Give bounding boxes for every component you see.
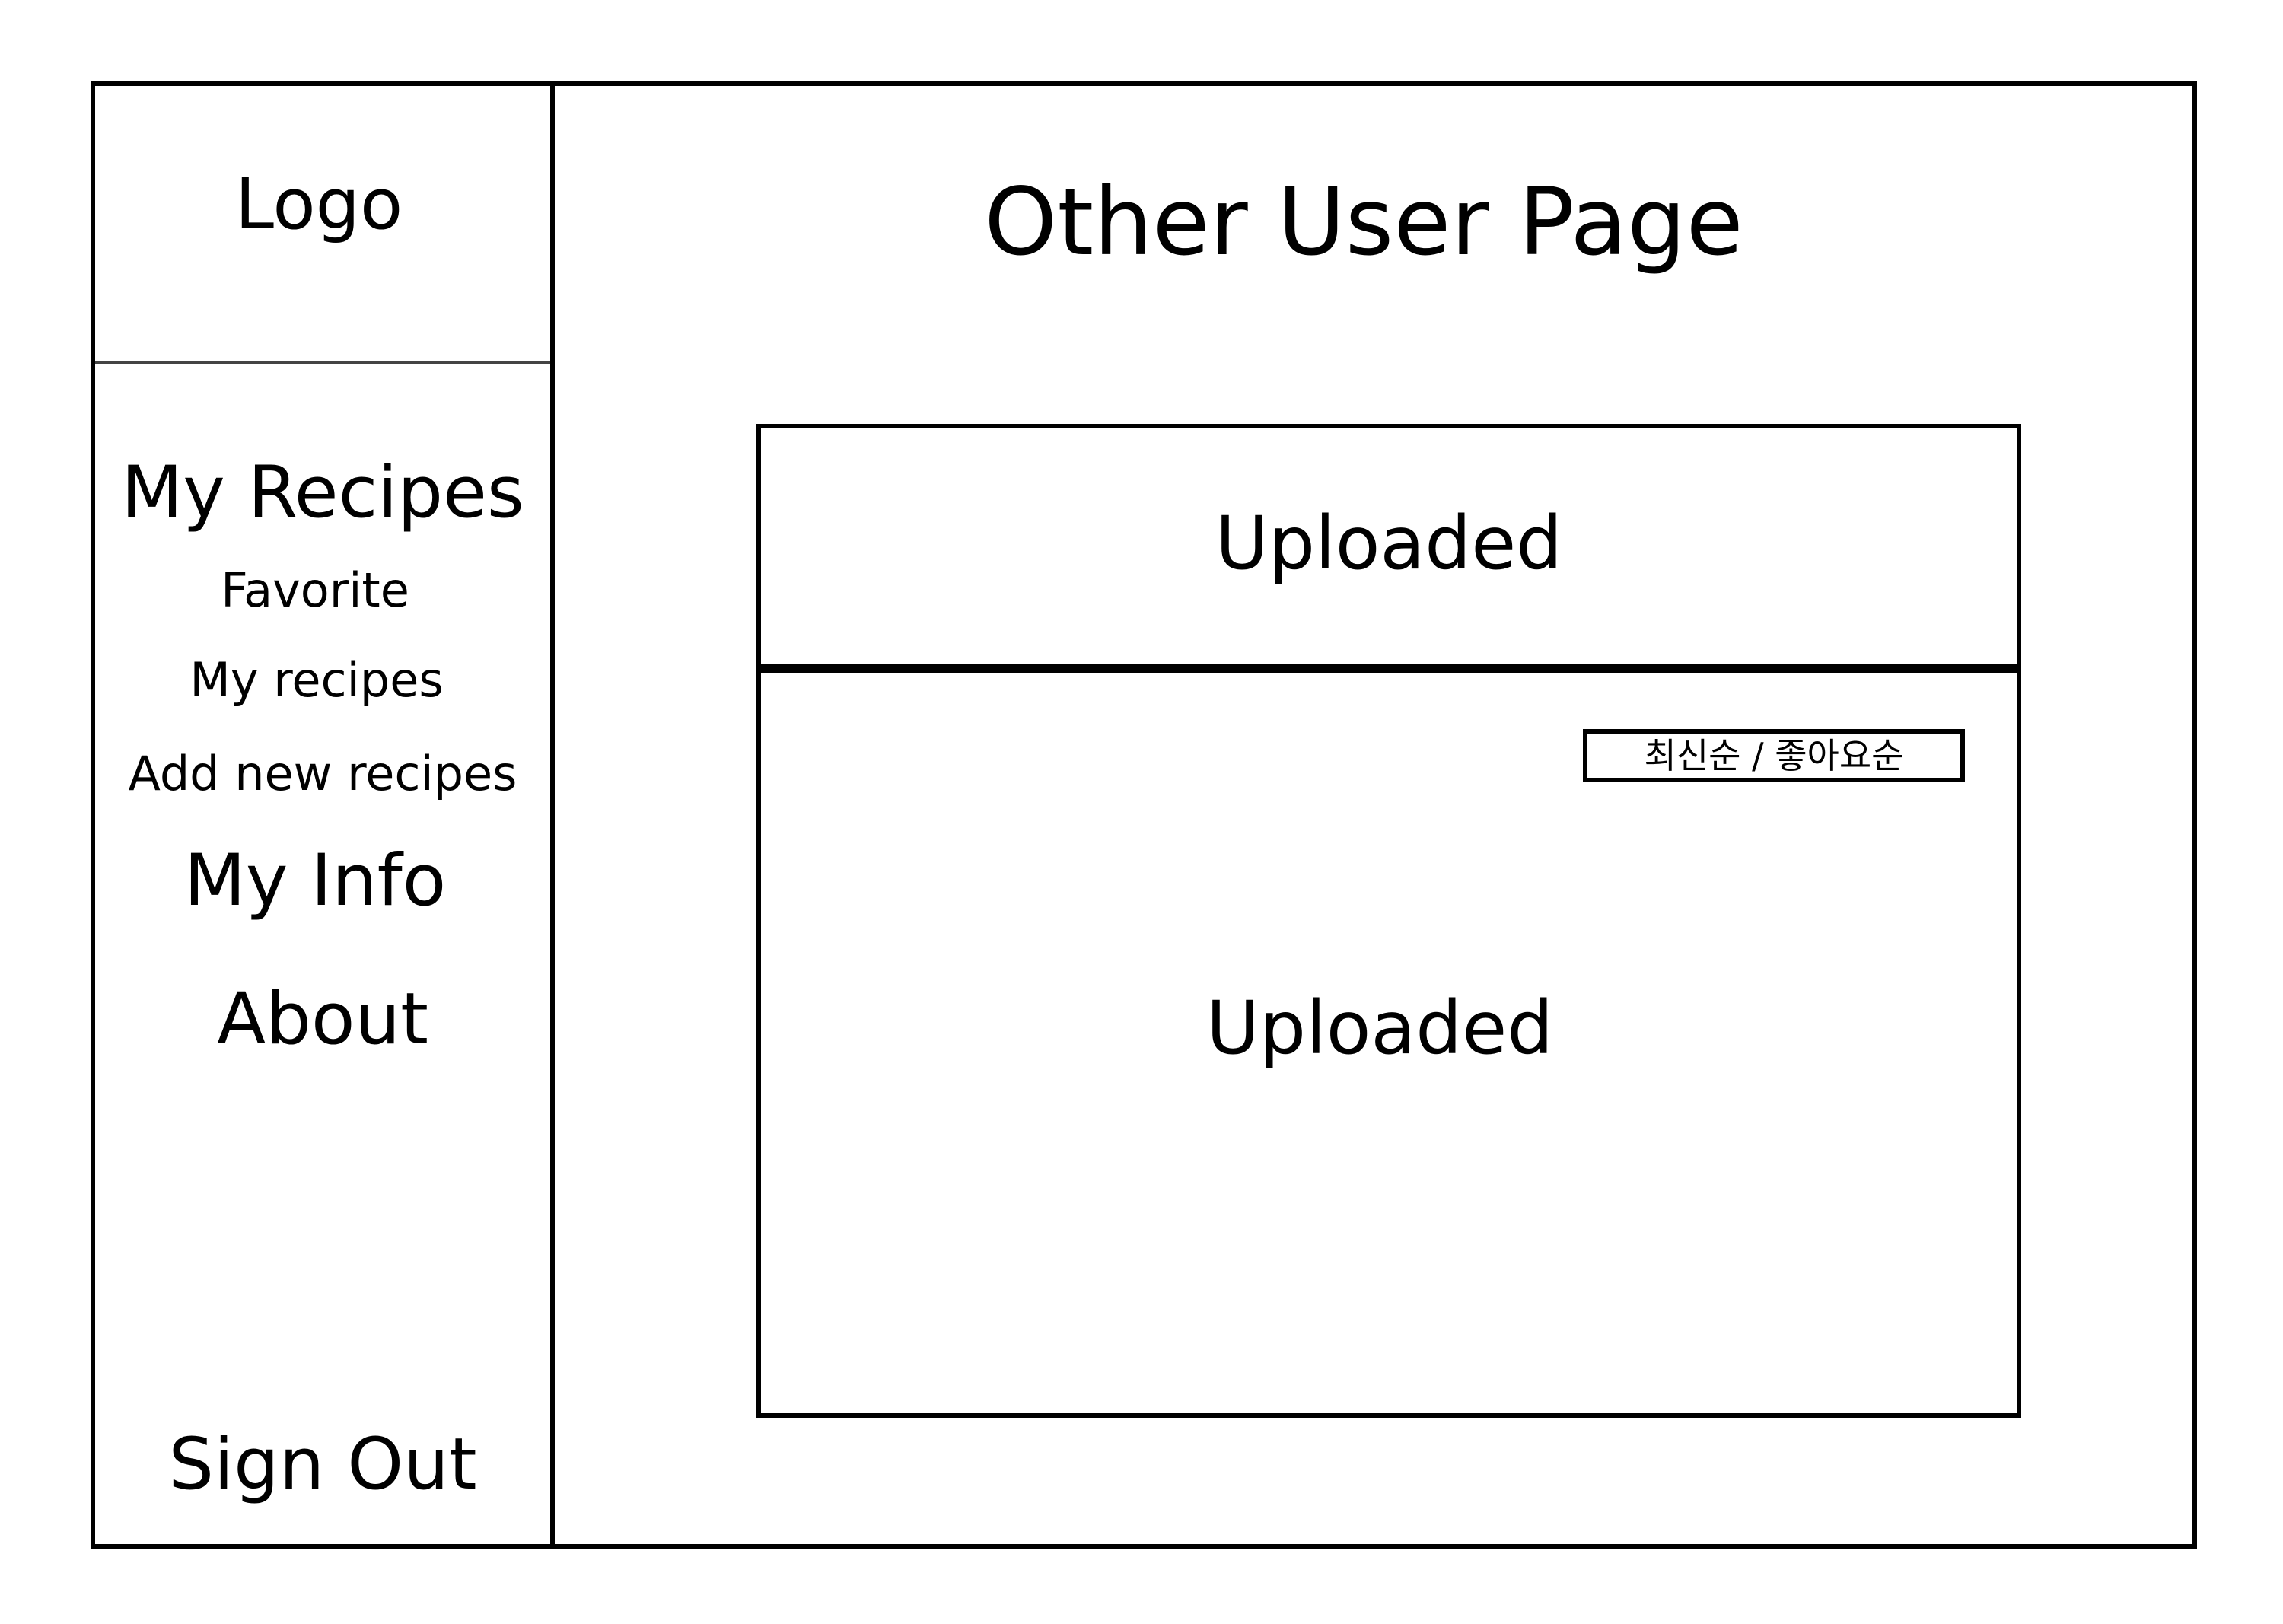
nav-my-info[interactable]: My Info <box>183 839 447 922</box>
panel-header: Uploaded <box>761 428 2017 673</box>
sidebar: Logo My Recipes Favorite My recipes Add … <box>95 86 555 1544</box>
panel-header-title: Uploaded <box>1215 501 1563 586</box>
nav-my-recipes[interactable]: My Recipes <box>121 451 524 534</box>
sort-toggle[interactable]: 최신순 / 좋아요순 <box>1583 729 1965 782</box>
logo[interactable]: Logo <box>234 164 403 245</box>
main-content: Other User Page Uploaded 최신순 / 좋아요순 Uplo… <box>555 86 2192 1544</box>
nav-sign-out[interactable]: Sign Out <box>168 1423 477 1506</box>
nav-add-new-recipes[interactable]: Add new recipes <box>128 746 517 801</box>
page-title: Other User Page <box>984 168 1743 276</box>
nav-my-recipes-sub[interactable]: My recipes <box>189 652 444 708</box>
app-frame: Logo My Recipes Favorite My recipes Add … <box>91 81 2197 1549</box>
nav-favorite[interactable]: Favorite <box>221 562 409 618</box>
logo-area: Logo <box>95 86 550 364</box>
nav-about[interactable]: About <box>217 978 428 1061</box>
uploaded-panel: Uploaded 최신순 / 좋아요순 Uploaded <box>756 424 2021 1418</box>
uploaded-list-area: Uploaded <box>1205 986 1554 1071</box>
